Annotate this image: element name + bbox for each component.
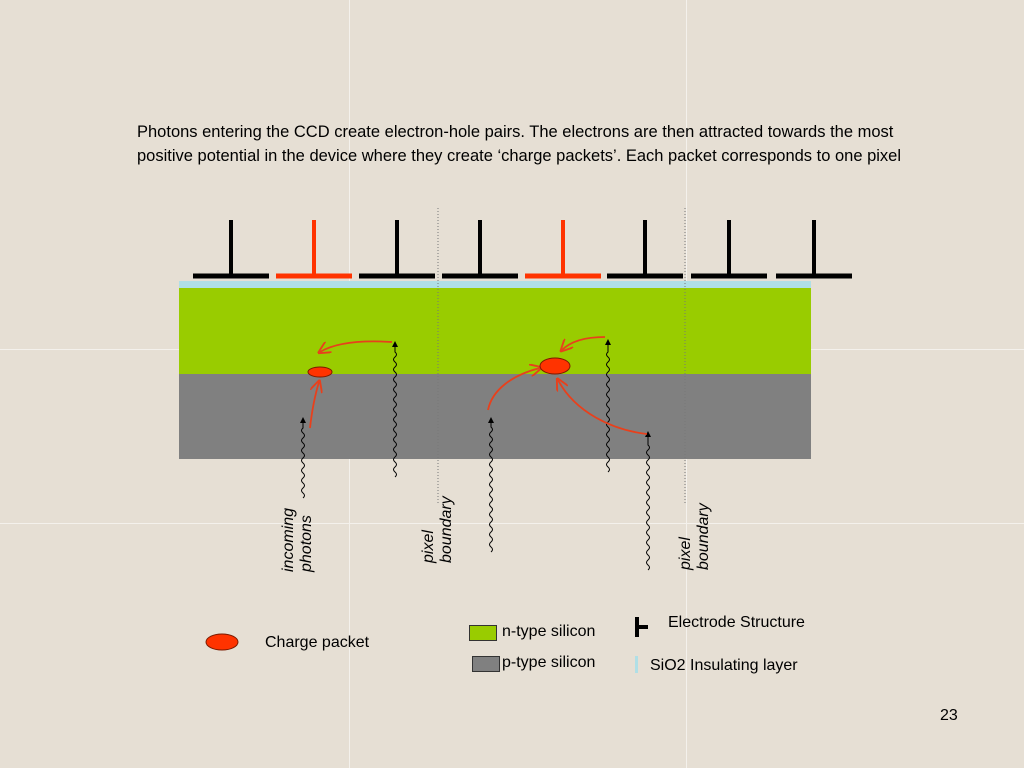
electrode-legend-icon [635,617,648,637]
legend-n-type-label: n-type silicon [502,623,596,640]
electrode [442,220,518,279]
pixel-boundary-label-line2: boundary [695,503,712,570]
photon-paths [300,339,651,571]
legend-sio2-label: SiO2 Insulating layer [650,657,798,674]
charge-packet-legend-icon [205,633,239,651]
legend-charge-packet-label: Charge packet [265,634,370,651]
electrode [607,220,683,279]
photon-path [645,431,651,571]
electron-path [487,368,540,411]
photon-path [488,417,494,553]
page-number: 23 [940,707,958,724]
charge-packet [307,366,333,378]
electrode-active [525,220,601,279]
electron-path [562,336,606,350]
sio2-layer [179,281,811,289]
electron-path [558,380,648,435]
electrode [691,220,767,279]
electrode [359,220,435,279]
photon-path [300,417,306,499]
charge-packet [539,357,571,375]
electron-path [309,382,319,429]
electron-path [320,340,393,352]
pixel-boundary-label-line2: boundary [438,496,455,563]
pixel-boundary-label-line1: pixel [420,530,437,563]
electrode-structure-row [193,220,852,279]
background-grid-line [0,523,1024,524]
p-type-silicon-layer [179,374,811,459]
incoming-photons-label-line1: incoming [280,507,297,572]
electrode-active [276,220,352,279]
photon-path [605,339,611,473]
pixel-boundary-label: pixel boundary [677,503,713,570]
photon-path [392,341,398,478]
p-type-swatch [472,656,500,672]
electrode [193,220,269,279]
legend-p-type-label: p-type silicon [502,654,596,671]
legend-electrode-label: Electrode Structure [668,614,805,631]
n-type-silicon-layer [179,288,811,374]
incoming-photons-label-line2: photons [298,515,315,572]
incoming-photons-label: incoming photons [280,508,316,572]
pixel-boundary-label: pixel boundary [420,496,456,563]
electrode [776,220,852,279]
sio2-legend-icon [635,656,638,673]
pixel-boundary-label-line1: pixel [677,537,694,570]
n-type-swatch [469,625,497,641]
intro-text: Photons entering the CCD create electron… [137,123,902,165]
